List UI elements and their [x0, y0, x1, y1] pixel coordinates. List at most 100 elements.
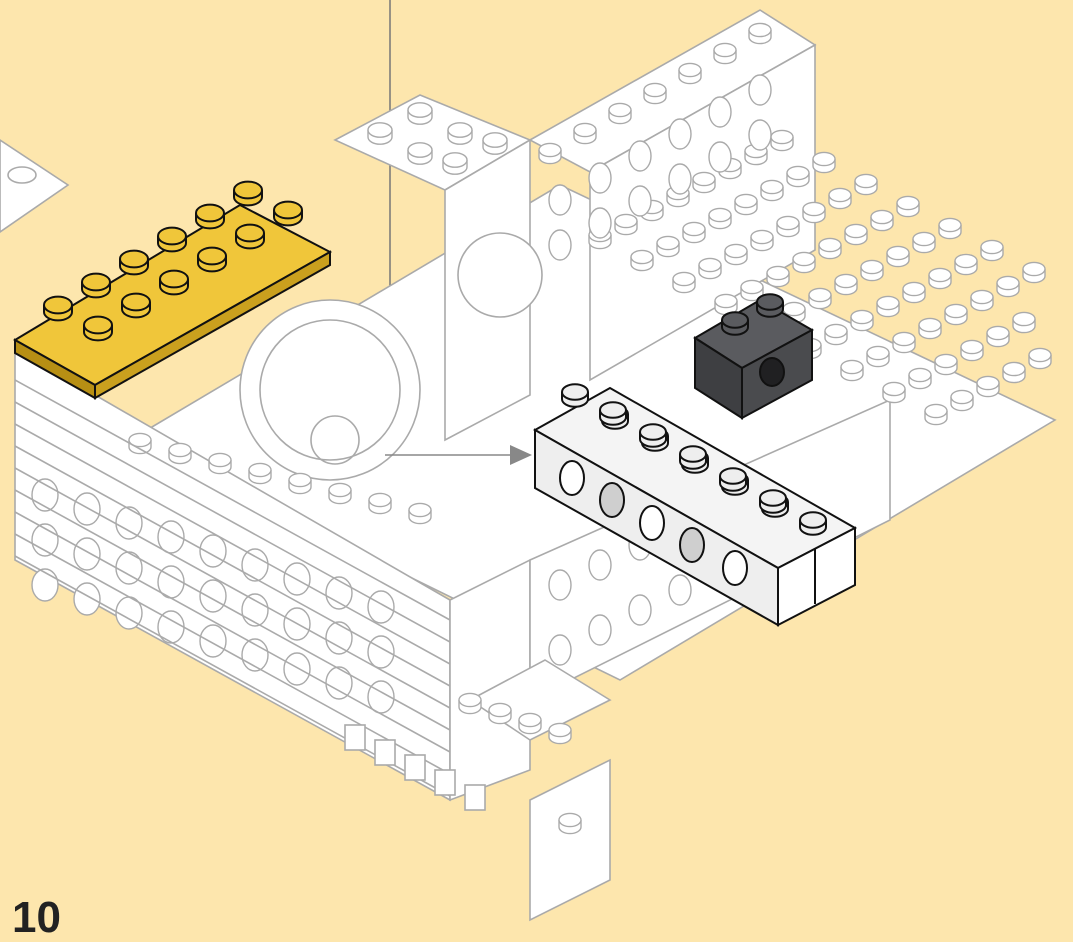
ghost-stud — [971, 290, 993, 310]
ghost-stud — [368, 123, 392, 144]
ghost-hole — [669, 119, 691, 149]
yellow-stud — [158, 228, 186, 252]
yellow-stud — [274, 202, 302, 226]
ghost-hole — [749, 120, 771, 150]
ghost-hole — [326, 622, 352, 654]
ghost-stud — [761, 180, 783, 200]
ghost-stud — [549, 723, 571, 743]
ghost-stud — [751, 230, 773, 250]
ghost-stud — [1029, 348, 1051, 368]
ghost-hole — [32, 569, 58, 601]
ghost-large-gear — [240, 300, 420, 480]
ghost-stud — [483, 133, 507, 154]
ghost-stud — [448, 123, 472, 144]
ghost-stud — [169, 443, 191, 463]
ghost-hole — [74, 493, 100, 525]
ghost-stud — [644, 83, 666, 103]
ghost-stud — [981, 240, 1003, 260]
ghost-window — [465, 785, 485, 810]
ghost-hole — [549, 230, 571, 260]
ghost-stud — [673, 272, 695, 292]
ghost-stud — [867, 346, 889, 366]
ghost-piece-left — [0, 140, 68, 232]
ghost-stud — [1003, 362, 1025, 382]
ghost-window — [405, 755, 425, 780]
ghost-stud — [693, 172, 715, 192]
ghost-stud — [819, 238, 841, 258]
ghost-stud — [813, 152, 835, 172]
ghost-stud — [735, 194, 757, 214]
beam-axle-hole — [680, 528, 704, 562]
ghost-stud — [835, 274, 857, 294]
ghost-stud — [945, 304, 967, 324]
yellow-stud — [84, 317, 112, 341]
ghost-hole — [242, 594, 268, 626]
ghost-stud — [699, 258, 721, 278]
ghost-hole — [326, 667, 352, 699]
dark-stud — [722, 312, 748, 335]
beam-stud — [640, 424, 666, 447]
ghost-stud — [615, 214, 637, 234]
ghost-hole — [629, 141, 651, 171]
ghost-stud — [955, 254, 977, 274]
ghost-stud — [443, 153, 467, 174]
yellow-stud — [120, 251, 148, 275]
ghost-stud — [935, 354, 957, 374]
ghost-hole — [549, 185, 571, 215]
ghost-small-gear — [458, 233, 542, 317]
ghost-stud — [559, 813, 581, 833]
ghost-stud — [249, 463, 271, 483]
ghost-stud — [909, 368, 931, 388]
ghost-stud — [919, 318, 941, 338]
ghost-stud — [777, 216, 799, 236]
ghost-stud — [903, 282, 925, 302]
ghost-stud — [913, 232, 935, 252]
beam-pin-hole — [640, 506, 664, 540]
yellow-stud — [198, 248, 226, 272]
ghost-stud — [631, 250, 653, 270]
ghost-stud — [803, 202, 825, 222]
yellow-stud — [122, 294, 150, 318]
beam-stud — [720, 468, 746, 491]
ghost-stud — [749, 23, 771, 43]
ghost-stud — [657, 236, 679, 256]
ghost-stud — [771, 130, 793, 150]
yellow-stud — [82, 274, 110, 298]
ghost-stud — [855, 174, 877, 194]
dark-stud — [757, 294, 783, 317]
ghost-hole — [589, 163, 611, 193]
ghost-hole — [368, 636, 394, 668]
step-number: 10 — [12, 896, 61, 940]
ghost-stud — [709, 208, 731, 228]
beam-stud — [760, 490, 786, 513]
ghost-stud — [897, 196, 919, 216]
ghost-stud — [961, 340, 983, 360]
ghost-stud — [939, 218, 961, 238]
ghost-window — [435, 770, 455, 795]
ghost-stud — [871, 210, 893, 230]
beam-pin-hole — [723, 551, 747, 585]
ghost-stud — [977, 376, 999, 396]
ghost-hole — [669, 575, 691, 605]
ghost-stud — [825, 324, 847, 344]
yellow-stud — [44, 297, 72, 321]
ghost-hole — [749, 75, 771, 105]
ghost-stud — [683, 222, 705, 242]
ghost-hole — [549, 570, 571, 600]
ghost-hole — [709, 97, 731, 127]
ghost-window — [375, 740, 395, 765]
ghost-stud — [408, 103, 432, 124]
yellow-stud — [196, 205, 224, 229]
ghost-hole — [669, 164, 691, 194]
beam-stud — [562, 384, 588, 407]
ghost-stud — [369, 493, 391, 513]
ghost-hole — [74, 538, 100, 570]
ghost-hole — [589, 208, 611, 238]
ghost-hole — [284, 653, 310, 685]
ghost-hole — [629, 186, 651, 216]
beam-axle-hole — [600, 483, 624, 517]
ghost-hole — [326, 577, 352, 609]
ghost-stud — [841, 360, 863, 380]
ghost-stud — [519, 713, 541, 733]
ghost-stud — [129, 433, 151, 453]
